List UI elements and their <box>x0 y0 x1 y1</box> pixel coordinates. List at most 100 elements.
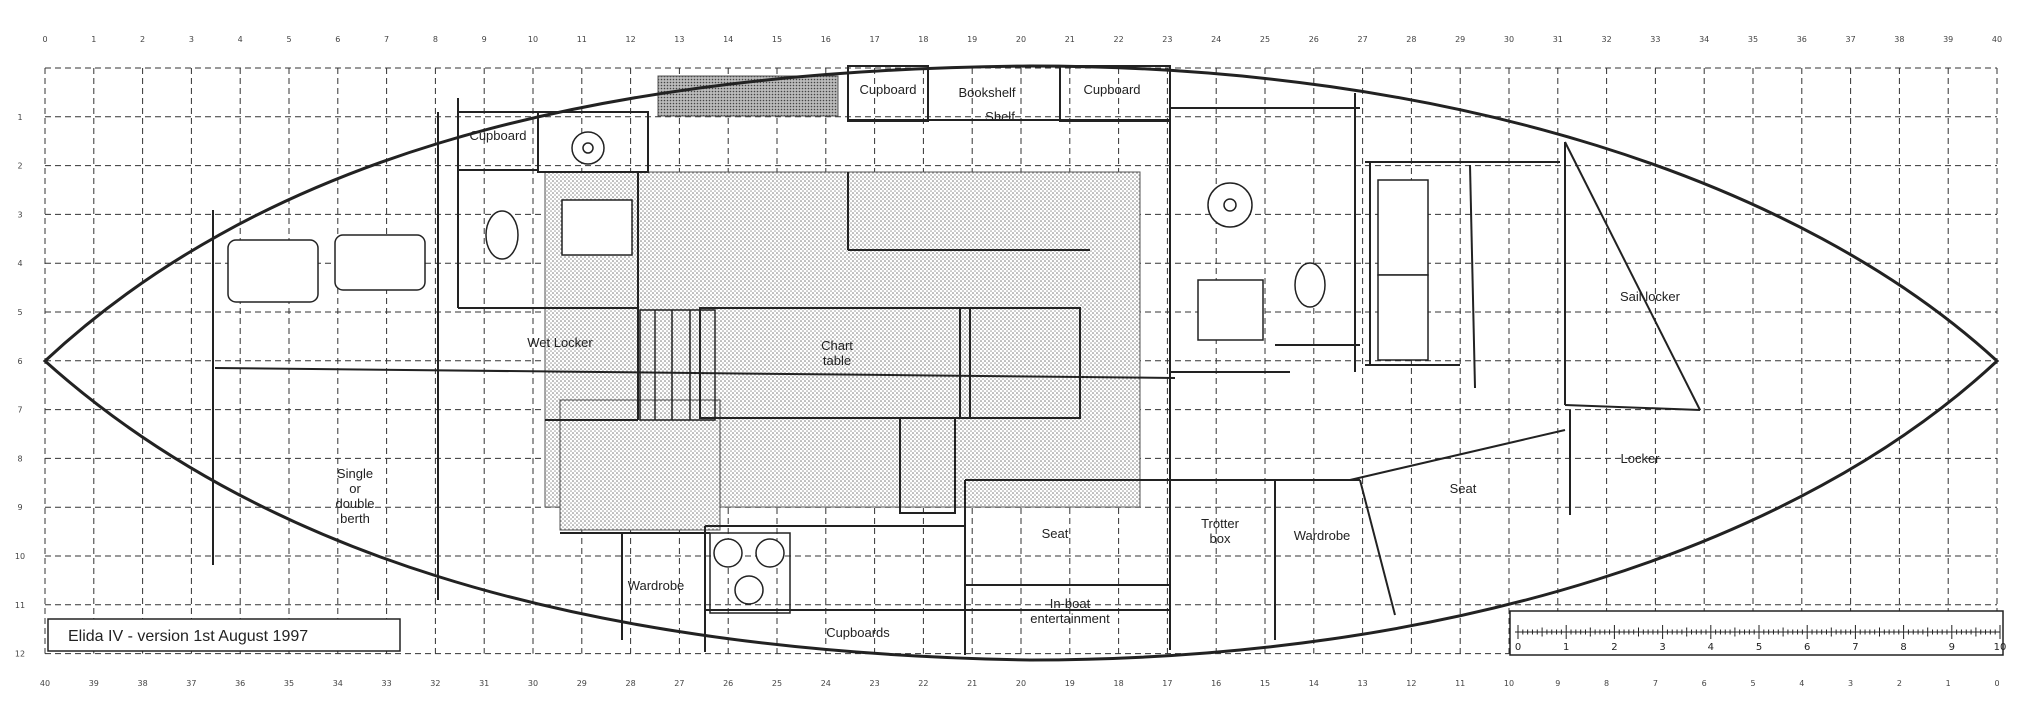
top-grid-number: 7 <box>384 35 389 44</box>
top-grid-number: 11 <box>577 35 587 44</box>
room-label-cupboard-fwd-right: Cupboard <box>1083 82 1140 97</box>
bottom-grid-number: 20 <box>1016 679 1026 688</box>
top-grid-number: 22 <box>1114 35 1124 44</box>
top-grid-number: 19 <box>967 35 977 44</box>
top-grid-number: 39 <box>1943 35 1953 44</box>
top-grid-number: 26 <box>1309 35 1319 44</box>
room-label-wardrobe-fwd: Wardrobe <box>1294 528 1351 543</box>
bottom-grid-number: 5 <box>1750 679 1755 688</box>
top-grid-number: 14 <box>723 35 733 44</box>
top-grid-number: 1 <box>91 35 96 44</box>
side-grid-number: 11 <box>15 601 25 610</box>
room-label-seat-mid: Seat <box>1042 526 1069 541</box>
top-grid-number: 24 <box>1211 35 1221 44</box>
caption-text: Elida IV - version 1st August 1997 <box>68 628 308 645</box>
room-label-locker: Locker <box>1620 451 1660 466</box>
bottom-grid-number: 13 <box>1358 679 1368 688</box>
top-grid-number: 9 <box>482 35 487 44</box>
scale-label: 7 <box>1852 642 1858 653</box>
room-label-bookshelf: Bookshelf <box>958 85 1015 100</box>
top-grid-number: 40 <box>1992 35 2002 44</box>
fixtures <box>227 131 1429 614</box>
side-grid-number: 10 <box>15 552 25 561</box>
stove-burner-2 <box>755 538 785 568</box>
chart-table-seat <box>561 199 633 256</box>
sail-locker-tray-1 <box>1377 179 1429 276</box>
bottom-grid-number: 23 <box>870 679 880 688</box>
room-label-sail-locker: Sail locker <box>1620 289 1681 304</box>
side-grid-number: 5 <box>17 308 22 317</box>
bottom-grid-number: 8 <box>1604 679 1609 688</box>
caption-frame <box>47 618 401 652</box>
top-grid-number: 35 <box>1748 35 1758 44</box>
bottom-grid-number: 40 <box>40 679 50 688</box>
shaded-floor-areas <box>544 75 1141 531</box>
bottom-grid-number: 25 <box>772 679 782 688</box>
room-label-cupboard-fwd-left: Cupboard <box>859 82 916 97</box>
stove-burner-1 <box>713 538 743 568</box>
room-label-cupboard-aft: Cupboard <box>469 128 526 143</box>
bottom-grid-number: 16 <box>1211 679 1221 688</box>
scale-label: 1 <box>1563 642 1569 653</box>
stove-burner-3 <box>734 575 764 605</box>
bottom-grid-number: 6 <box>1702 679 1707 688</box>
bottom-grid-number: 14 <box>1309 679 1319 688</box>
interior-walls <box>212 65 1701 655</box>
room-label-seat-right: Seat <box>1450 481 1477 496</box>
scale-label: 8 <box>1900 642 1906 653</box>
top-grid-number: 28 <box>1406 35 1416 44</box>
sail-locker-tray-2 <box>1377 274 1429 361</box>
room-label-cupboards: Cupboards <box>826 625 890 640</box>
top-grid-number: 16 <box>821 35 831 44</box>
head-basin <box>571 131 605 165</box>
scale-label: 2 <box>1611 642 1617 653</box>
bottom-grid-number: 38 <box>138 679 148 688</box>
companion-steps <box>639 309 716 421</box>
bottom-grid-number: 29 <box>577 679 587 688</box>
bottom-grid-number: 27 <box>674 679 684 688</box>
scale-label: 10 <box>1994 642 2007 653</box>
aft-shower-tray <box>1197 279 1264 341</box>
bottom-grid-number: 7 <box>1653 679 1658 688</box>
stove <box>709 532 791 614</box>
room-label-wardrobe-aft: Wardrobe <box>628 578 685 593</box>
room-label-wet-locker: Wet Locker <box>527 335 593 350</box>
bottom-grid-number: 21 <box>967 679 977 688</box>
bottom-grid-number: 10 <box>1504 679 1514 688</box>
bottom-grid-number: 32 <box>430 679 440 688</box>
bottom-grid-number: 36 <box>235 679 245 688</box>
scale-label: 6 <box>1804 642 1810 653</box>
aft-toilet <box>1294 262 1326 308</box>
top-grid-number: 17 <box>870 35 880 44</box>
bottom-grid-number: 15 <box>1260 679 1270 688</box>
top-grid-number: 34 <box>1699 35 1709 44</box>
bottom-grid-number: 4 <box>1799 679 1804 688</box>
top-grid-number: 37 <box>1846 35 1856 44</box>
bottom-grid-number: 1 <box>1946 679 1951 688</box>
bottom-grid-number: 2 <box>1897 679 1902 688</box>
top-grid-number: 8 <box>433 35 438 44</box>
bow-berth-pad-2 <box>334 234 426 291</box>
bottom-grid-number: 35 <box>284 679 294 688</box>
top-grid-number: 10 <box>528 35 538 44</box>
top-grid-number: 23 <box>1162 35 1172 44</box>
bottom-grid-number: 30 <box>528 679 538 688</box>
top-grid-number: 4 <box>238 35 243 44</box>
bottom-grid-number: 33 <box>382 679 392 688</box>
scale-label: 4 <box>1708 642 1714 653</box>
bottom-grid-number: 18 <box>1114 679 1124 688</box>
bottom-grid-number: 9 <box>1555 679 1560 688</box>
toilet <box>485 210 519 260</box>
top-grid-number: 18 <box>918 35 928 44</box>
side-grid-number: 7 <box>17 406 22 415</box>
bottom-grid-number: 34 <box>333 679 343 688</box>
bottom-grid-number: 24 <box>821 679 831 688</box>
